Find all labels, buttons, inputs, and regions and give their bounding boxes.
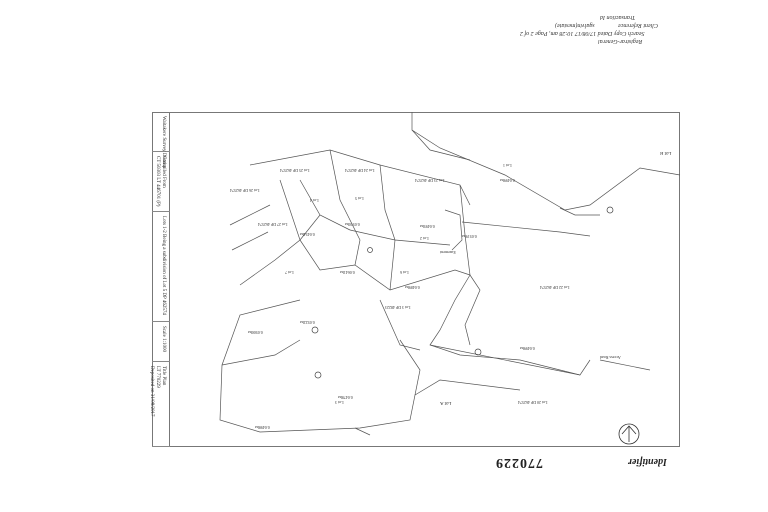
area-label: 0.0495ha bbox=[420, 224, 435, 229]
parcel-a-label: Lot A bbox=[440, 400, 452, 405]
title-block-cell-3 bbox=[152, 212, 170, 322]
lot-label: Lot 1 bbox=[503, 163, 512, 168]
title-block-cell-5 bbox=[152, 362, 170, 447]
adjacent-lot-label: Lot 24 DP 462574 bbox=[345, 168, 375, 173]
area-label: 0.0498ha bbox=[255, 425, 270, 430]
lot-label: Lot 2 bbox=[420, 236, 429, 241]
area-label: 0.0478ha bbox=[338, 395, 353, 400]
adjacent-lot-label: Lot 25 DP 462574 bbox=[280, 168, 310, 173]
title-block-cell-4 bbox=[152, 322, 170, 362]
adjacent-lot-label: Lot 20 DP 462574 bbox=[518, 400, 548, 405]
lot-label: Lot 7 bbox=[285, 270, 294, 275]
adjacent-lot-label: Lot 23 DP 462574 bbox=[415, 178, 445, 183]
road-label: Access Road bbox=[600, 355, 621, 360]
title-block-cell-2 bbox=[152, 152, 170, 212]
area-label: 0.0641ha bbox=[340, 270, 355, 275]
lot-label: Lot 5 bbox=[355, 196, 364, 201]
area-label: 0.0510ha bbox=[345, 222, 360, 227]
title-block-strip bbox=[152, 112, 170, 447]
road-label: Easement bbox=[440, 250, 456, 255]
adjacent-lot-label: Lot 26 DP 462574 bbox=[230, 188, 260, 193]
lot-label: Lot 3 bbox=[335, 400, 344, 405]
area-label: 0.0489ha bbox=[405, 285, 420, 290]
area-label: 0.0519ha bbox=[462, 234, 477, 239]
lot-label: Lot 6 bbox=[400, 270, 409, 275]
parcel-b-label: Lot B bbox=[660, 150, 672, 155]
title-block-cell-1 bbox=[152, 112, 170, 152]
area-label: 0.0499ha bbox=[520, 346, 535, 351]
north-arrow-icon bbox=[618, 423, 640, 445]
adjacent-lot-label: Lot 22 DP 462574 bbox=[540, 285, 570, 290]
area-label: 0.0500ha bbox=[248, 330, 263, 335]
area-label: 0.0499ha bbox=[500, 178, 515, 183]
lot-label: Lot 4 bbox=[310, 198, 319, 203]
area-label: 0.0454ha bbox=[300, 232, 315, 237]
area-label: 0.0522ha bbox=[300, 320, 315, 325]
adjacent-lot-label: Lot 27 DP 462574 bbox=[258, 222, 288, 227]
plan-frame bbox=[152, 112, 680, 447]
adjacent-lot-label: Lot 3 DP 48223 bbox=[385, 305, 411, 310]
